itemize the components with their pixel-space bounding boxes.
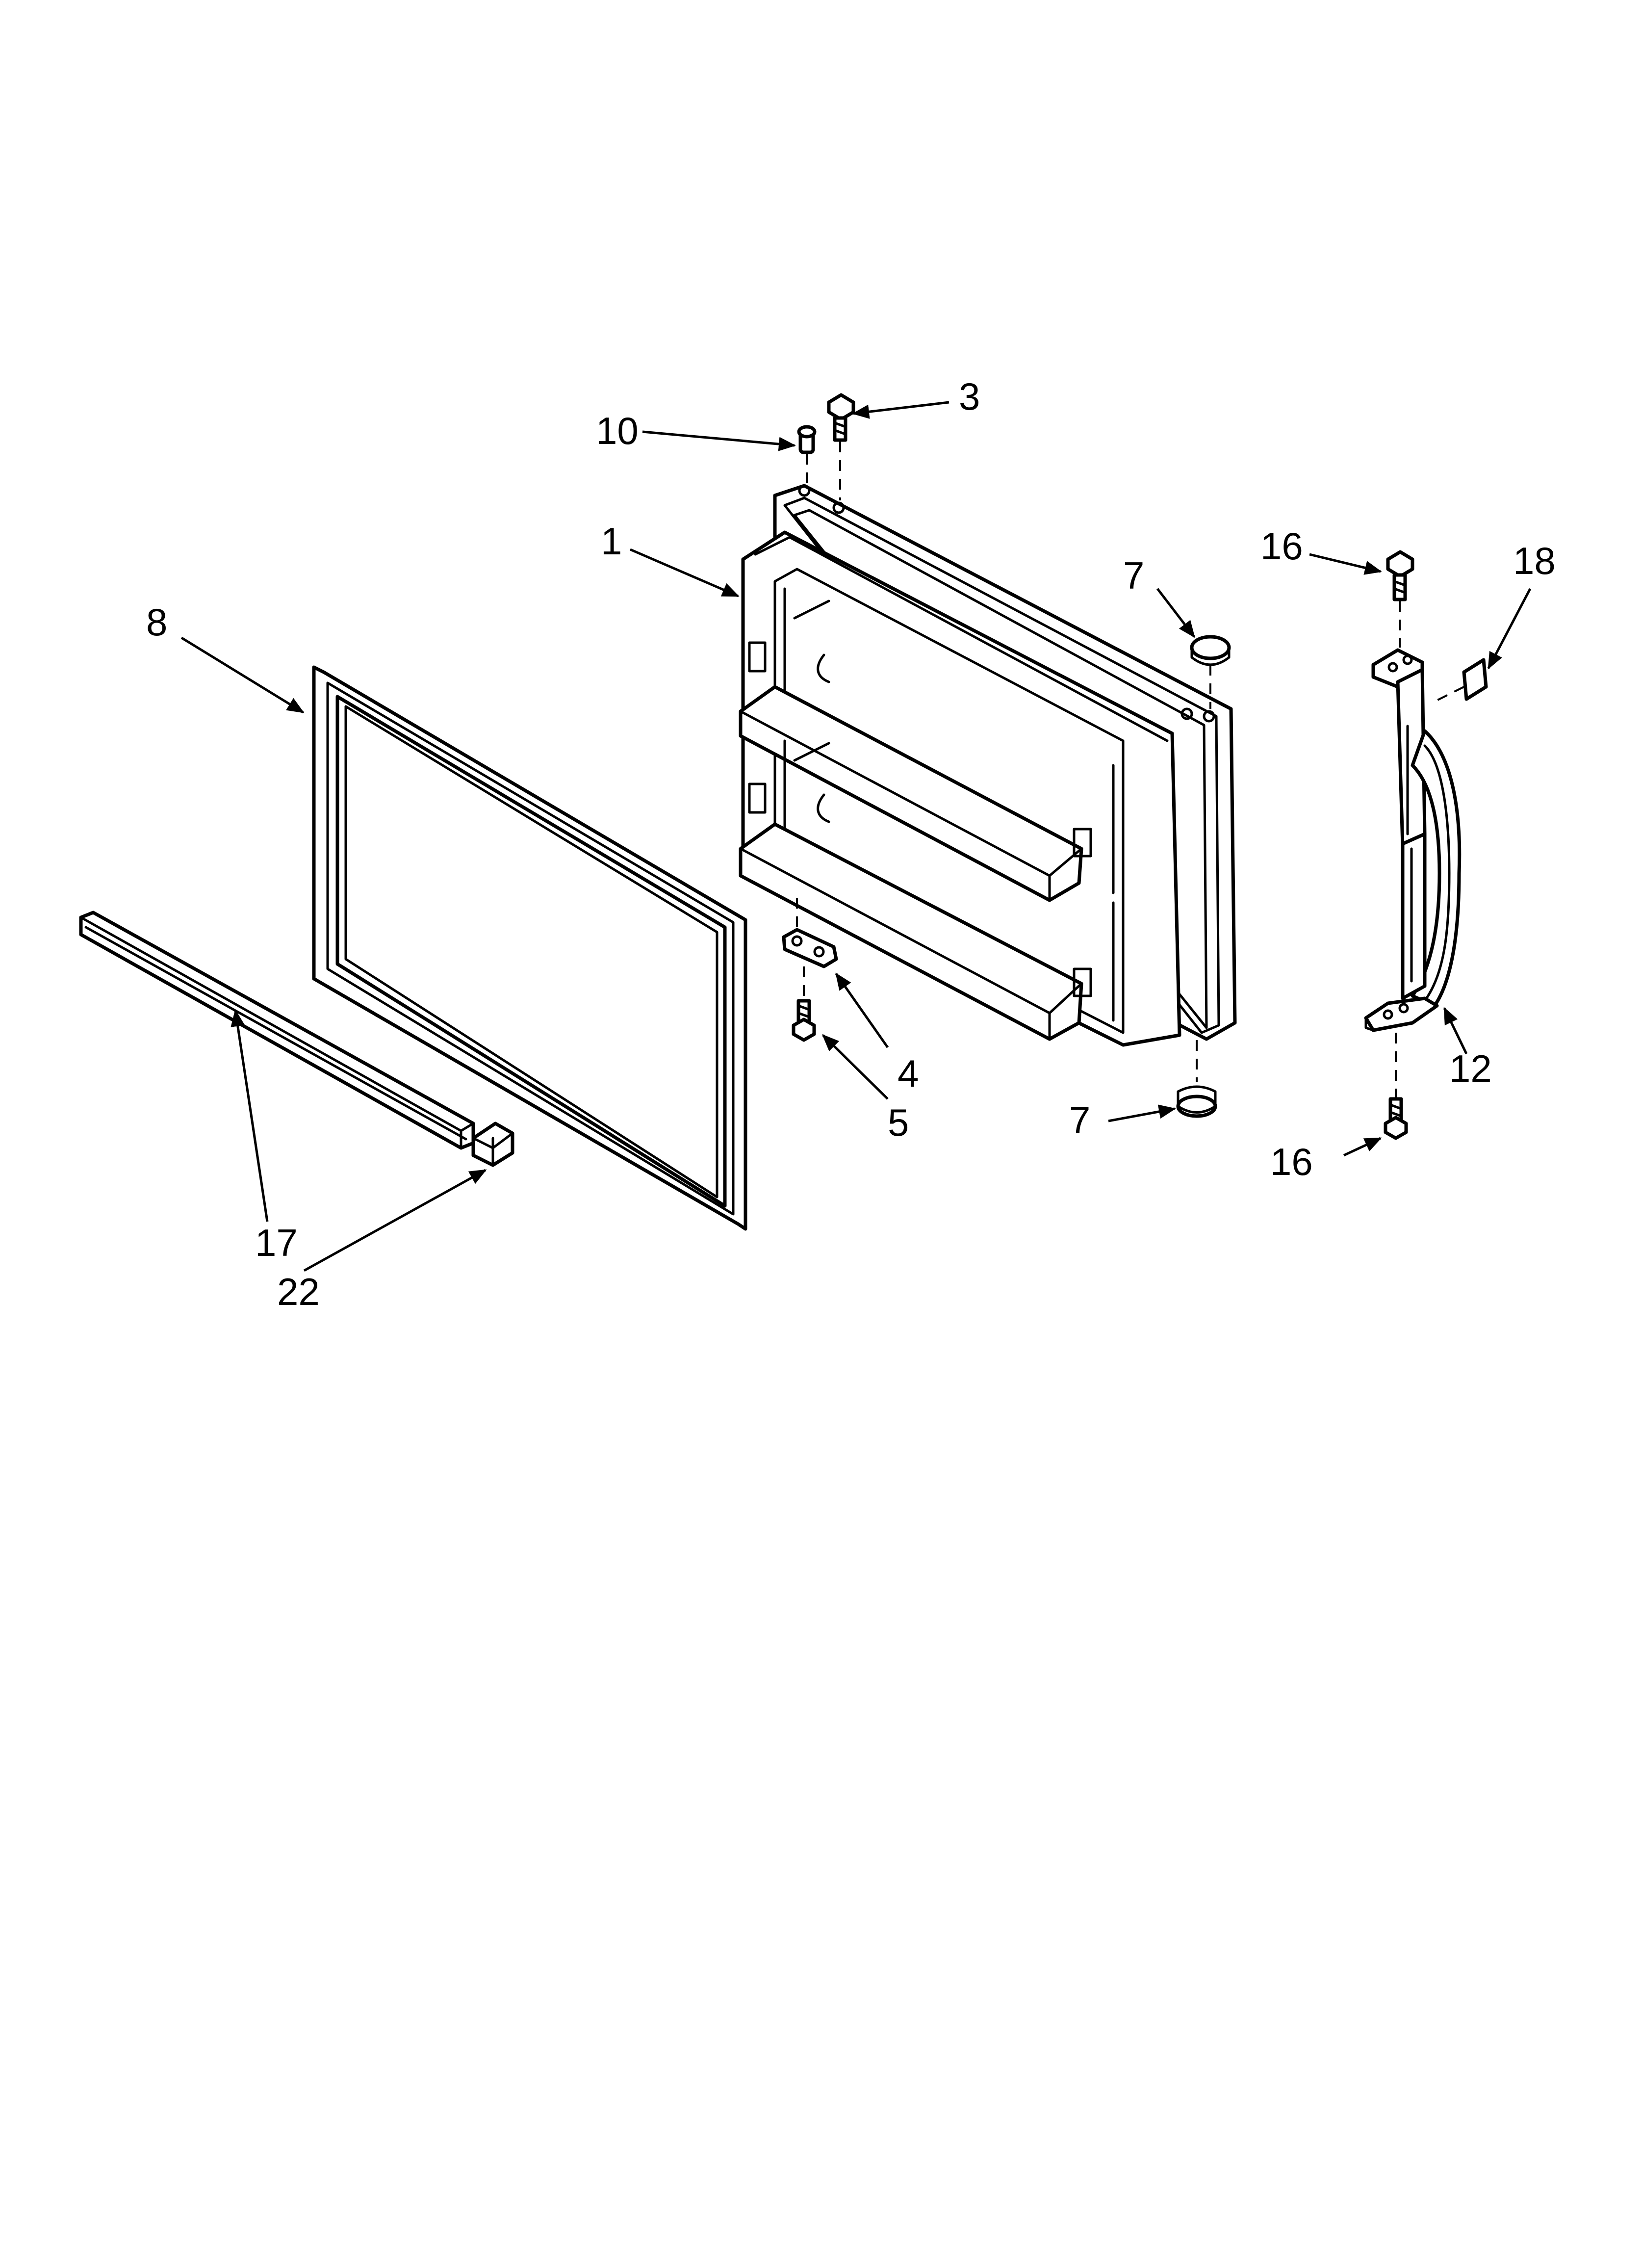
callout-16-top: 16 <box>1260 524 1303 568</box>
handle-insert-part <box>1434 658 1488 703</box>
callout-3: 3 <box>959 375 980 418</box>
hinge-bracket-part <box>782 898 838 968</box>
handle-screw-top-part <box>1386 550 1414 648</box>
callout-4: 4 <box>898 1052 919 1095</box>
handle-screw-bottom-part <box>1384 1033 1408 1140</box>
door-liner-part <box>739 484 1237 1047</box>
callout-8: 8 <box>146 600 167 644</box>
bumper-bottom-part <box>1176 1040 1217 1118</box>
callout-12: 12 <box>1449 1047 1492 1090</box>
end-cap-part <box>471 1121 514 1167</box>
leader-lines <box>180 401 1532 1272</box>
screw-part <box>827 393 855 500</box>
door-gasket-part <box>312 665 747 1231</box>
callout-labels: 1 3 4 5 7 7 8 10 12 16 16 17 18 22 <box>146 375 1556 1313</box>
callout-10: 10 <box>596 409 639 452</box>
callout-7-top: 7 <box>1123 554 1144 597</box>
plug-part <box>797 425 817 483</box>
callout-7-bottom: 7 <box>1069 1098 1090 1142</box>
hinge-screw-part <box>792 966 816 1042</box>
bumper-top-part <box>1190 635 1231 709</box>
callout-16-bottom: 16 <box>1270 1140 1313 1183</box>
callout-18: 18 <box>1513 539 1556 582</box>
door-handle-part <box>1364 648 1462 1032</box>
callout-5: 5 <box>888 1101 909 1144</box>
callout-22: 22 <box>277 1270 320 1313</box>
callout-17: 17 <box>255 1221 298 1264</box>
callout-1: 1 <box>601 520 622 563</box>
